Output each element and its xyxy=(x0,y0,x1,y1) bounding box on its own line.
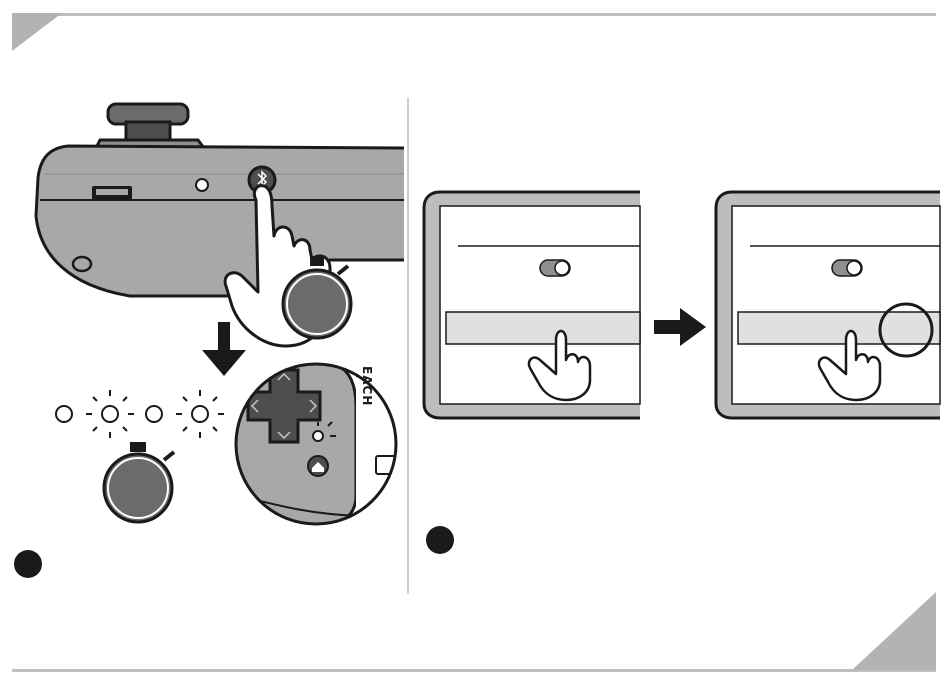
status-led xyxy=(196,179,208,191)
bottom-rule xyxy=(12,669,936,672)
thumbstick-icon xyxy=(96,104,204,148)
controller-edge-text: EACH xyxy=(352,366,374,426)
home-button-icon xyxy=(308,456,328,476)
step-2-illustration xyxy=(410,180,950,580)
step-2-marker xyxy=(426,526,454,554)
list-item-highlight-2 xyxy=(738,312,940,344)
toggle-icon xyxy=(540,260,570,276)
arrow-down-icon xyxy=(202,322,246,376)
list-item-highlight xyxy=(446,312,640,344)
bottom-corner-triangle xyxy=(852,592,942,672)
step-1-marker xyxy=(14,550,42,578)
controller-zoom-circle xyxy=(230,356,410,536)
stopwatch-icon-2 xyxy=(104,442,174,522)
led-blink-sequence-icon xyxy=(56,390,224,438)
top-rule xyxy=(12,13,936,16)
step-1-illustration xyxy=(0,96,410,636)
usb-port xyxy=(92,186,132,200)
top-corner-triangle xyxy=(12,13,72,53)
toggle-icon-2 xyxy=(832,260,862,276)
arrow-right-icon xyxy=(654,308,706,346)
tablet-screen-icon-2 xyxy=(716,192,940,418)
tablet-screen-icon xyxy=(424,192,640,418)
strap-hole xyxy=(73,257,91,271)
